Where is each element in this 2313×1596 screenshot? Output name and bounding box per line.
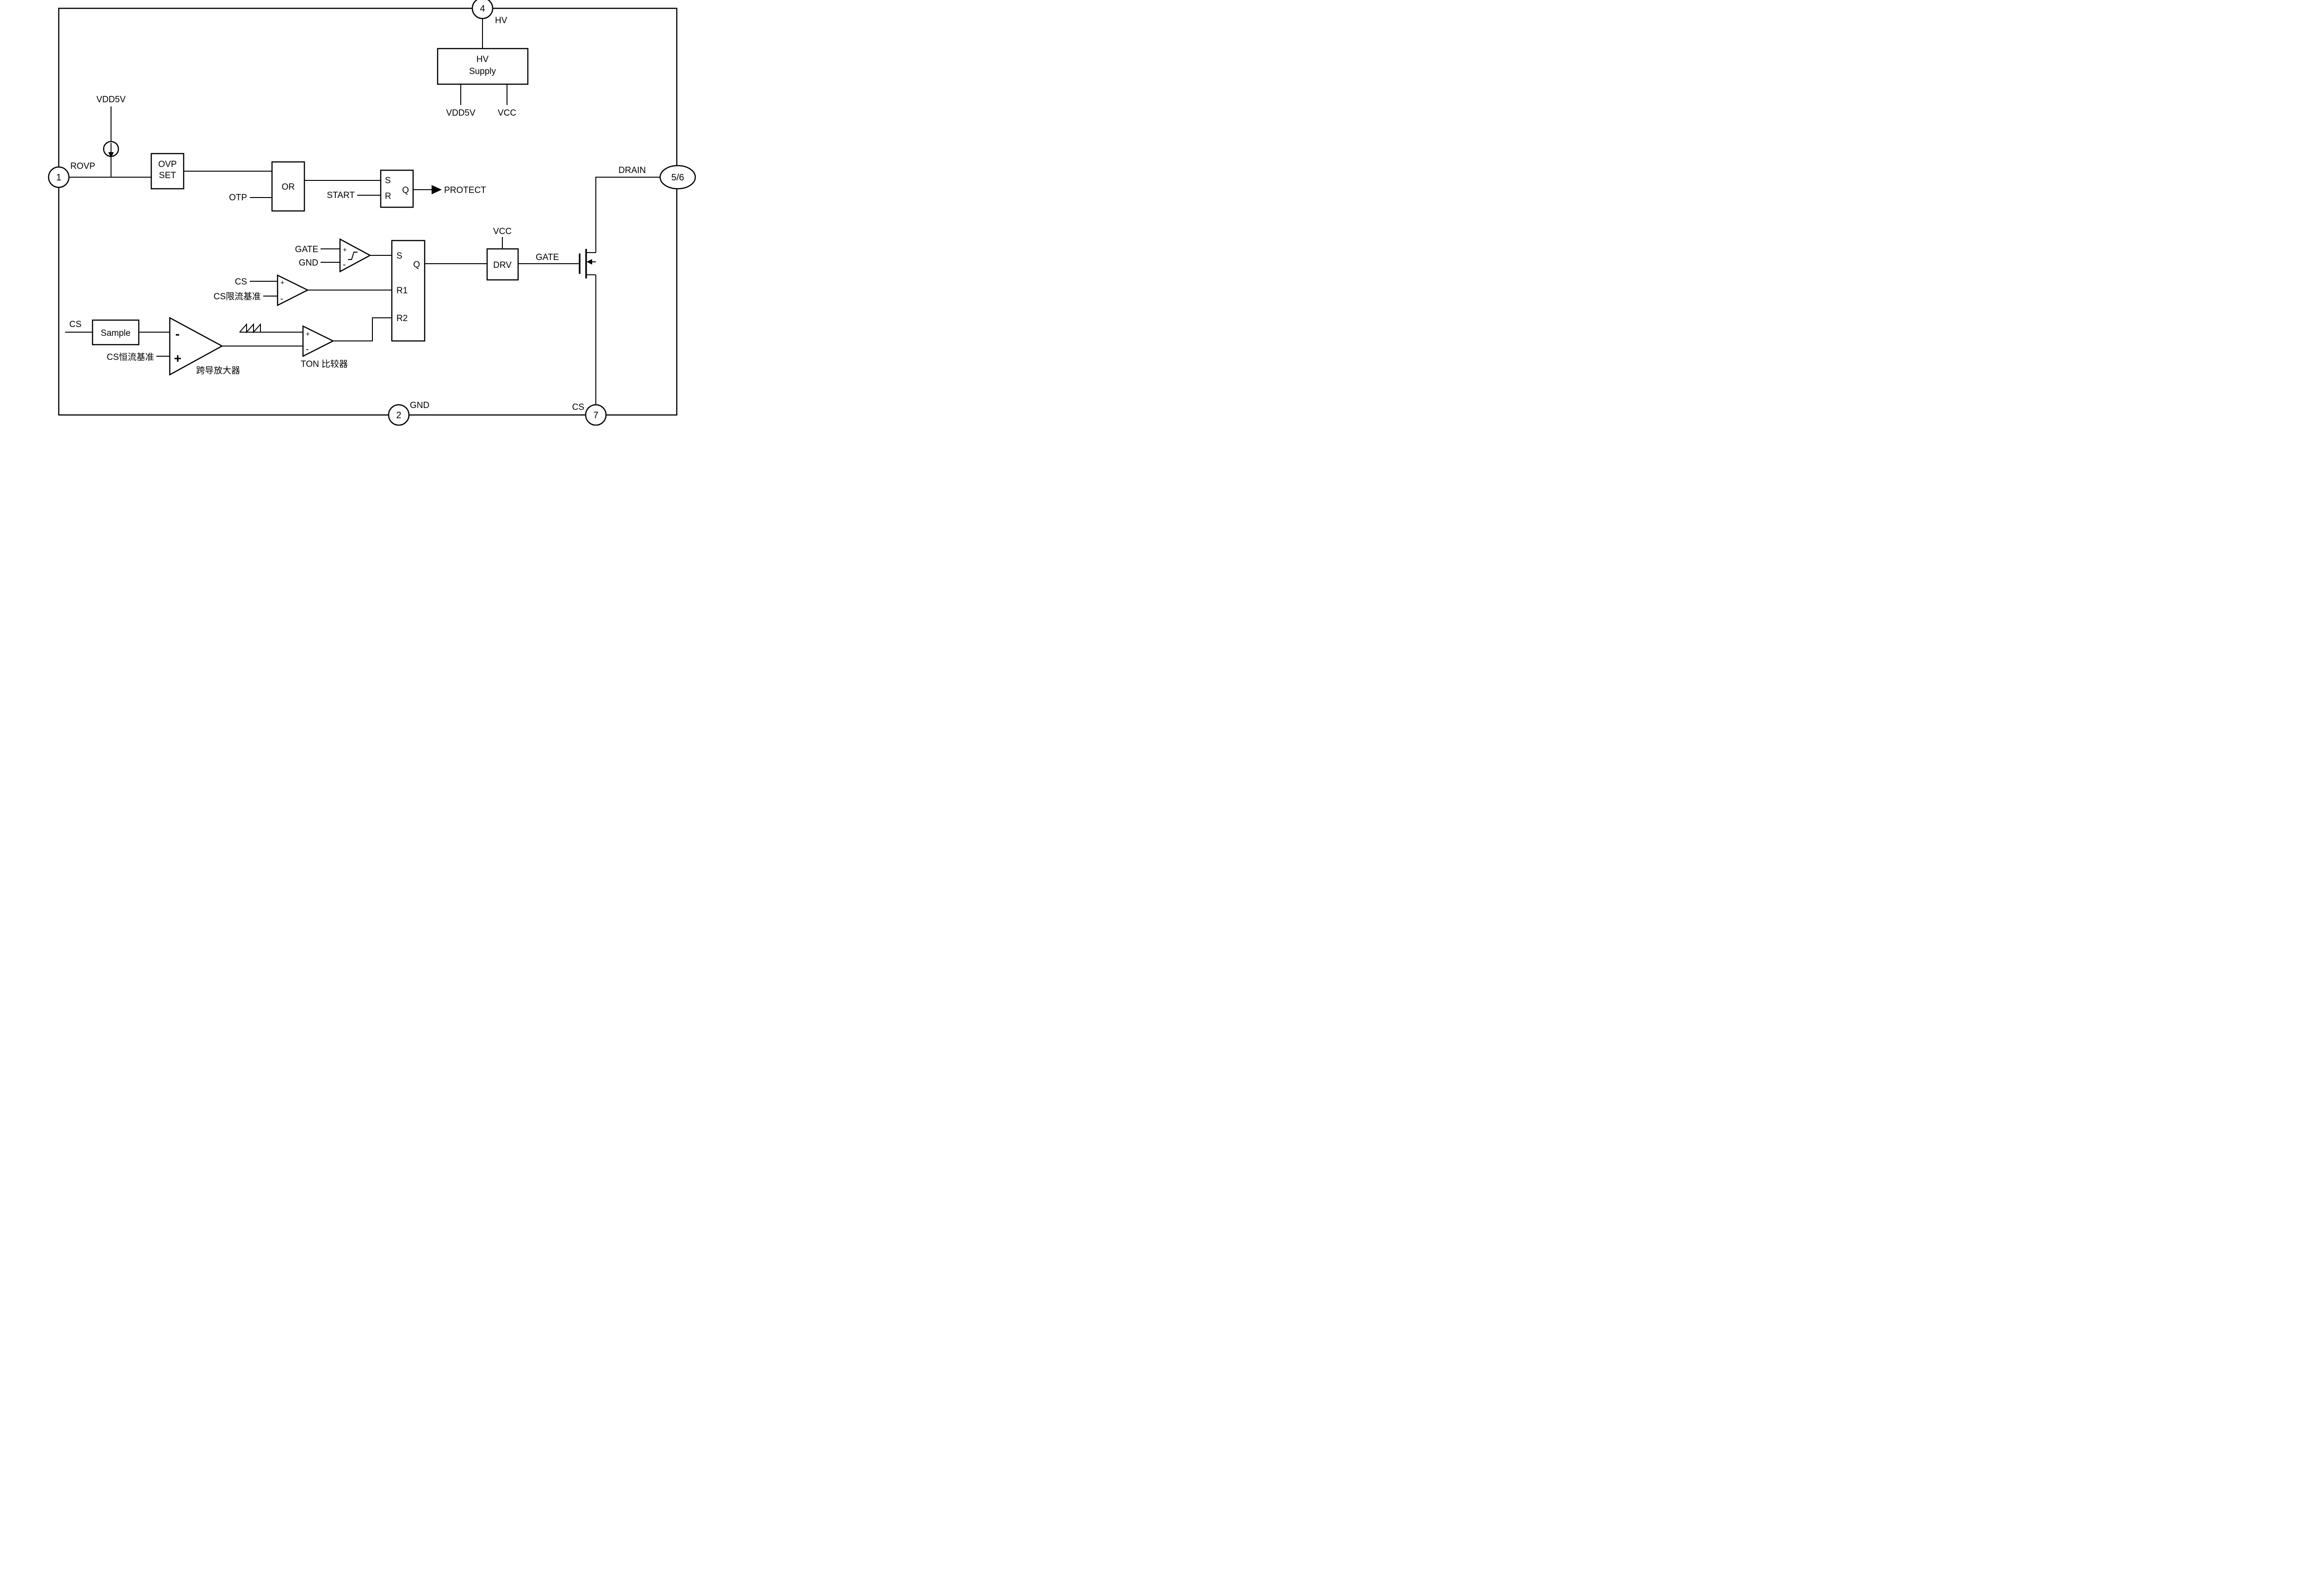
gate-comp-plus-sign: +	[343, 246, 347, 254]
sawtooth-icon	[239, 323, 261, 334]
chip-boundary	[58, 7, 678, 416]
gate-comparator: GATE GND + -	[295, 238, 392, 273]
ovp-set-block	[150, 153, 185, 190]
hv-supply-block	[437, 48, 529, 85]
ton-comparator-section: + - TON 比较器	[239, 317, 392, 369]
gm-amplifier-section: CS Sample CS恒流基准 - + 跨导放大器	[65, 316, 303, 376]
gm-caption: 跨导放大器	[196, 365, 240, 376]
cs-limit-comparator: CS CS限流基准 + -	[214, 274, 392, 307]
cs-comp-minus-label: CS限流基准	[214, 291, 261, 302]
drain-label: DRAIN	[618, 166, 646, 175]
drv-gate-label: GATE	[536, 253, 559, 262]
pin-1: 1	[48, 166, 70, 188]
pin-7: 7 CS	[572, 402, 607, 426]
gate-comp-minus-sign: -	[343, 260, 346, 270]
gate-comp-minus-label: GND	[299, 258, 318, 268]
pin-5-6-number: 5/6	[671, 173, 684, 183]
gate-comparator-icon	[339, 238, 371, 273]
pin-4: 4 HV	[471, 0, 507, 25]
drv-label: DRV	[493, 260, 512, 270]
driver-section: VCC DRV GATE DRAIN	[486, 166, 660, 405]
hv-supply-title-2: Supply	[469, 67, 496, 76]
wire	[333, 317, 392, 341]
pin-4-label: HV	[495, 16, 507, 25]
pin-1-circle	[48, 166, 70, 188]
vdd5v-output-label: VDD5V	[446, 108, 476, 118]
pin-7-number: 7	[593, 410, 598, 421]
cs-comp-plus-label: CS	[235, 277, 247, 287]
ton-comparator-icon	[302, 325, 334, 358]
protect-label: PROTECT	[444, 186, 486, 195]
pwm-latch: S Q R1 R2	[391, 240, 487, 342]
otp-label: OTP	[229, 193, 247, 203]
pwm-latch-r2: R2	[396, 314, 408, 323]
cs-comp-plus-sign: +	[280, 279, 284, 287]
start-label: START	[327, 191, 355, 200]
protect-latch-q: Q	[402, 186, 409, 195]
pwm-latch-block	[391, 240, 426, 342]
pwm-latch-q: Q	[413, 260, 420, 270]
pin-1-number: 1	[56, 173, 61, 183]
block-diagram: HV Supply VDD5V VCC ROVP VDD5V OVP SET O…	[0, 0, 722, 426]
pin-2-label: GND	[410, 401, 429, 410]
or-gate-block	[271, 161, 305, 212]
bias-vdd5v-label: VDD5V	[96, 95, 126, 105]
sample-label: Sample	[101, 328, 130, 338]
pin-4-number: 4	[480, 4, 485, 14]
hv-supply-section: HV Supply VDD5V VCC	[437, 19, 529, 118]
diagram-canvas: HV Supply VDD5V VCC ROVP VDD5V OVP SET O…	[48, 0, 696, 426]
cs-comp-minus-sign: -	[280, 294, 283, 304]
rovp-label: ROVP	[70, 161, 95, 171]
gm-amplifier-icon	[169, 316, 223, 376]
hv-supply-title-1: HV	[476, 55, 489, 64]
ton-plus-sign: +	[306, 330, 310, 338]
protect-latch-s: S	[385, 176, 391, 186]
sample-cs-label: CS	[69, 320, 81, 329]
gm-minus-sign: -	[175, 327, 179, 341]
pin-2-circle	[388, 404, 410, 426]
pin-5-6: 5/6	[659, 165, 696, 190]
drv-vcc-label: VCC	[493, 227, 512, 236]
hysteresis-icon	[348, 252, 358, 260]
gm-plus-sign: +	[174, 351, 181, 365]
current-source-arrowhead	[108, 152, 114, 158]
pin-2: 2 GND	[388, 401, 429, 426]
gm-plus-label: CS恒流基准	[107, 352, 154, 362]
vcc-output-label: VCC	[498, 108, 516, 118]
protect-latch-r: R	[385, 192, 391, 201]
pin-7-label: CS	[572, 402, 584, 412]
pin-5-6-ellipse	[659, 165, 696, 190]
ovp-set-label-1: OVP	[158, 160, 177, 169]
protect-arrowhead	[432, 185, 442, 194]
gate-comp-plus-label: GATE	[295, 245, 318, 254]
protect-latch-block	[380, 169, 414, 208]
pin-4-circle	[471, 0, 494, 19]
protect-section: OVP SET OR OTP S R Q START PROTECT	[150, 153, 486, 212]
drv-block	[486, 248, 519, 281]
pwm-latch-r1: R1	[396, 286, 408, 296]
ton-caption: TON 比较器	[301, 359, 348, 369]
mosfet-body-arrow	[587, 259, 592, 265]
ovp-set-label-2: SET	[159, 171, 176, 180]
drain-wire	[595, 177, 660, 253]
pin-7-circle	[585, 404, 607, 426]
rovp-section: ROVP VDD5V	[69, 95, 151, 178]
ton-minus-sign: -	[306, 345, 309, 354]
or-gate-label: OR	[282, 182, 295, 192]
cs-comparator-icon	[277, 274, 309, 307]
pwm-latch-s: S	[396, 251, 402, 261]
pin-2-number: 2	[396, 410, 401, 421]
